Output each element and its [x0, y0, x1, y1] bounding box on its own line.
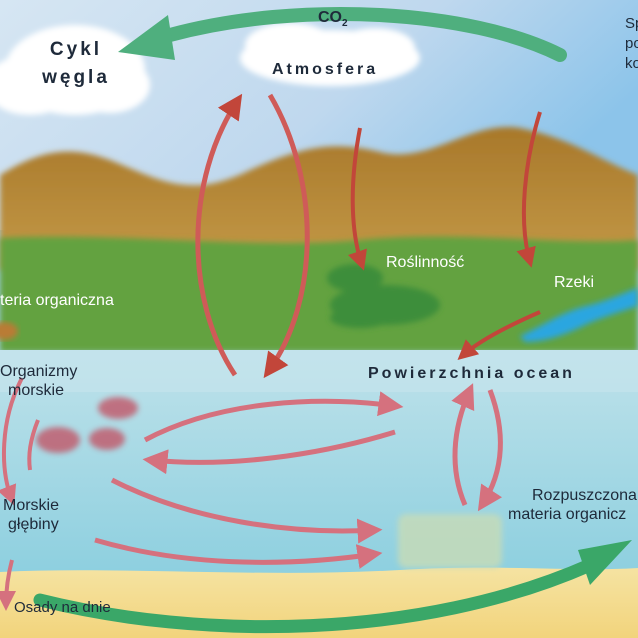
- arrow-surface-to-organisms: [142, 429, 396, 475]
- label-ocean-surface: Powierzchnia ocean: [368, 365, 575, 382]
- co2-label: CO2: [318, 8, 348, 34]
- arrow-atmosphere-to-ocean: [263, 93, 310, 379]
- diagram-title-line1: Cykl: [49, 39, 103, 60]
- label-marine-organisms-line2: morskie: [8, 382, 65, 399]
- diagram-title-line2: węgla: [42, 67, 110, 88]
- corner-text-1: Sp: [625, 15, 638, 32]
- marine-organisms-blobs: [36, 397, 138, 453]
- label-deep-sea-line2: głębiny: [8, 516, 59, 533]
- arrow-surface-to-dissolved: [477, 389, 503, 512]
- arrow-organic-matter-down: [27, 419, 40, 471]
- dissolved-matter-patch: [398, 514, 502, 568]
- corner-text-3: ko: [625, 55, 638, 72]
- co2-text: CO: [318, 9, 342, 26]
- cloud-left: [0, 25, 150, 115]
- label-vegetation: Roślinność: [386, 254, 465, 271]
- hills: [0, 127, 638, 271]
- cloud-center: [240, 23, 420, 86]
- arrow-deep-to-dissolved-1: [110, 477, 383, 544]
- arrow-atmosphere-to-rivers: [516, 111, 542, 268]
- arrow-dissolved-to-surface: [451, 383, 475, 506]
- vegetation-patch: [327, 264, 440, 328]
- label-deep-sea-line1: Morskie: [3, 497, 60, 514]
- label-sediments: Osady na dnie: [14, 599, 111, 616]
- co2-arrow-top: [163, 7, 567, 62]
- arrow-organisms-to-surface: [143, 391, 404, 443]
- arrow-atmosphere-to-vegetation: [348, 127, 367, 271]
- ocean-surface-band: [0, 350, 638, 392]
- green-arrow-bottom-head: [578, 540, 632, 585]
- label-marine-organisms-line1: Organizmy: [0, 363, 78, 380]
- label-dissolved-line1: Rozpuszczona: [532, 487, 637, 504]
- co2-arrow-top-head: [118, 15, 175, 60]
- corner-text-2: po: [625, 35, 638, 52]
- river: [520, 288, 638, 342]
- label-rivers: Rzeki: [554, 274, 595, 291]
- arrow-deep-to-dissolved-2: [94, 537, 383, 569]
- arrow-deep-to-sediments: [0, 559, 17, 611]
- green-arrow-bottom: [33, 558, 597, 634]
- label-atmosphere: Atmosfera: [272, 61, 379, 78]
- arrow-organisms-to-deep: [0, 377, 24, 506]
- label-dissolved-line2: materia organicz: [508, 506, 627, 523]
- arrow-rivers-to-ocean: [457, 310, 541, 360]
- co2-subscript: 2: [342, 18, 348, 30]
- organic-matter-blob: [0, 322, 18, 340]
- label-organic-matter: teria organiczna: [0, 292, 114, 309]
- arrow-ocean-to-atmosphere: [195, 93, 243, 377]
- vegetation-band: [0, 236, 638, 352]
